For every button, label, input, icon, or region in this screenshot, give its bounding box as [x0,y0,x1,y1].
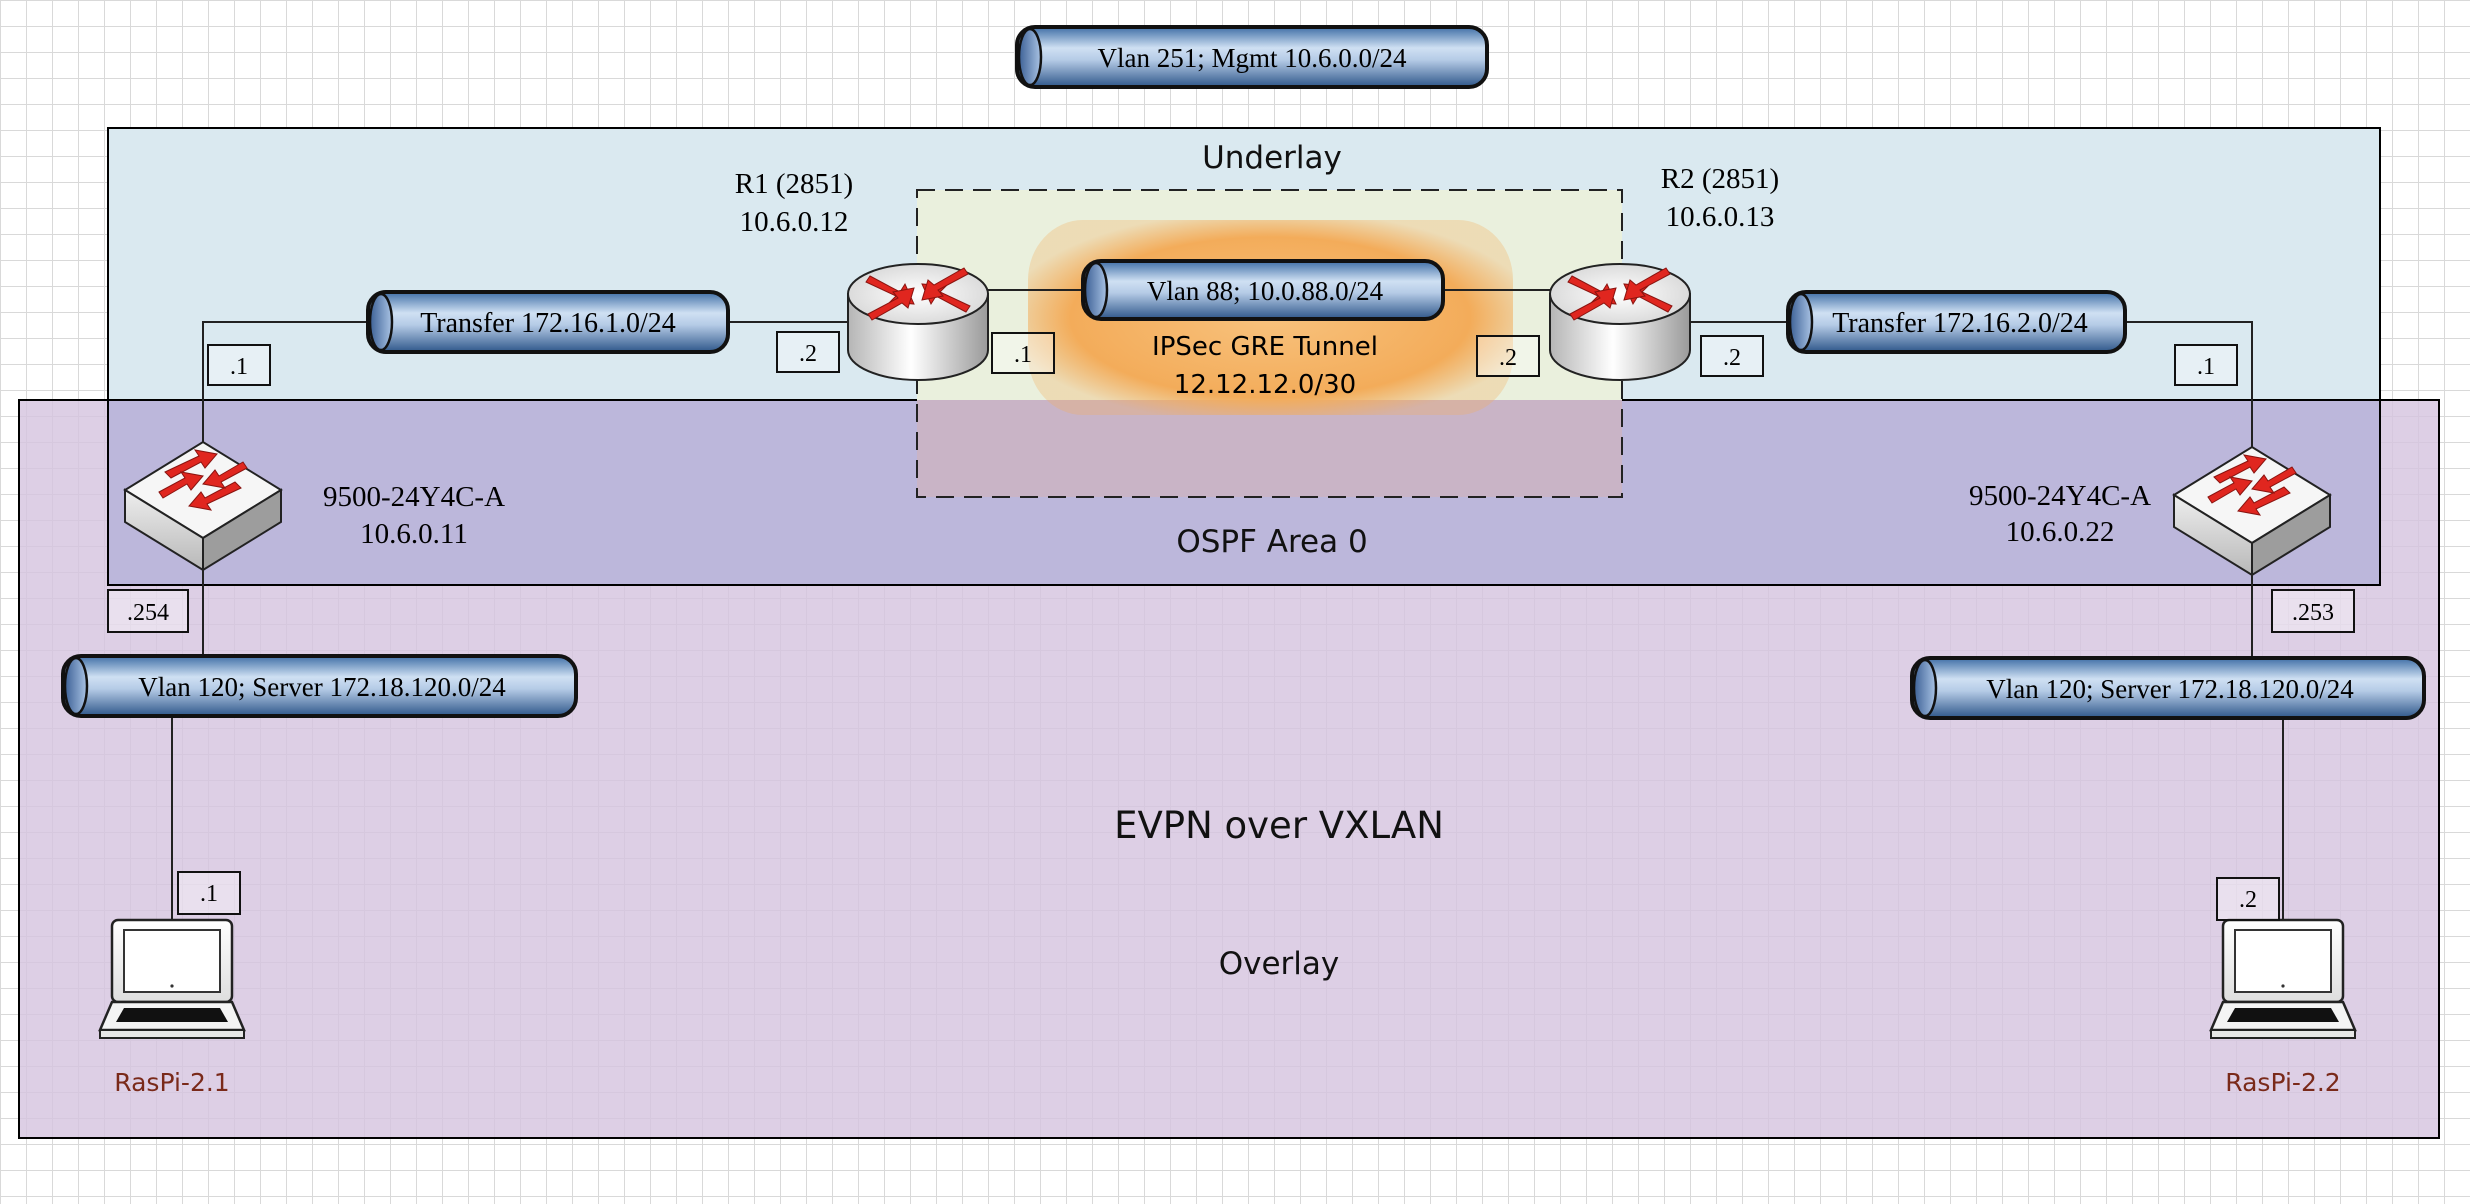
label-sw-left-up: .1 [230,354,248,380]
sw-right-ip: 10.6.0.22 [2006,516,2115,548]
tunnel-label-line1: IPSec GRE Tunnel [1152,332,1378,362]
r2-ip: 10.6.0.13 [1666,201,1775,233]
r1-name: R1 (2851) [735,168,853,200]
tunnel-region-bottom [917,400,1622,497]
transfer-right-pipe: Transfer 172.16.2.0/24 [1786,290,2127,354]
links [171,289,2284,930]
ospf-area-title: OSPF Area 0 [1176,524,1367,560]
label-r2-right: .2 [1723,345,1741,371]
sw-left-name: 9500-24Y4C-A [323,481,505,513]
vlan88-pipe: Vlan 88; 10.0.88.0/24 [1081,259,1445,321]
label-box-r1-right [991,332,1055,374]
label-sw-right-up: .1 [2197,354,2215,380]
router-r2-icon [1549,263,1691,381]
transfer-left-label: Transfer 172.16.1.0/24 [420,308,676,339]
label-box-sw-left-down [107,589,189,633]
label-box-pc-left [177,871,241,915]
label-pc-right: .2 [2239,887,2257,913]
server-left-label: Vlan 120; Server 172.18.120.0/24 [138,672,506,702]
server-right-label: Vlan 120; Server 172.18.120.0/24 [1986,674,2354,704]
vlan88-label: Vlan 88; 10.0.88.0/24 [1147,276,1384,306]
server-left-pipe: Vlan 120; Server 172.18.120.0/24 [61,654,578,718]
label-box-sw-left-up [207,344,271,386]
label-box-pc-right [2216,877,2280,921]
r1-ip: 10.6.0.12 [740,206,849,238]
label-box-r2-left [1476,335,1540,377]
label-box-sw-right-down [2271,589,2355,633]
pc-right-name: RasPi-2.2 [2225,1068,2340,1097]
r2-name: R2 (2851) [1661,163,1779,195]
transfer-left-pipe: Transfer 172.16.1.0/24 [366,290,730,354]
label-r1-left: .2 [799,341,817,367]
label-sw-right-down: .253 [2292,600,2334,626]
label-box-r1-left [776,331,840,373]
label-pc-left: .1 [200,881,218,907]
tunnel-label-line2: 12.12.12.0/30 [1174,370,1356,400]
label-r2-left: .2 [1499,345,1517,371]
label-r1-right: .1 [1014,342,1032,368]
underlay-title: Underlay [1202,140,1342,176]
laptop-left-icon [98,918,246,1040]
label-box-r2-right [1700,335,1764,377]
label-sw-left-down: .254 [127,600,169,626]
vlan-mgmt-label: Vlan 251; Mgmt 10.6.0.0/24 [1098,43,1407,73]
link-transfer-right-sw-right [2125,321,2253,450]
server-right-pipe: Vlan 120; Server 172.18.120.0/24 [1910,656,2426,720]
tunnel-dashed-outline [916,189,1623,498]
link-sw-left-transfer [202,321,372,450]
evpn-title: EVPN over VXLAN [1114,804,1444,847]
sw-right-name: 9500-24Y4C-A [1969,480,2151,512]
laptop-right-icon [2209,918,2357,1040]
overlay-title: Overlay [1219,946,1340,982]
label-box-sw-right-up [2174,344,2238,386]
router-r1-icon [847,263,989,381]
sw-left-ip: 10.6.0.11 [360,518,468,550]
vlan-mgmt-pipe: Vlan 251; Mgmt 10.6.0.0/24 [1015,25,1489,89]
pc-left-name: RasPi-2.1 [114,1068,229,1097]
transfer-right-label: Transfer 172.16.2.0/24 [1832,308,2088,339]
